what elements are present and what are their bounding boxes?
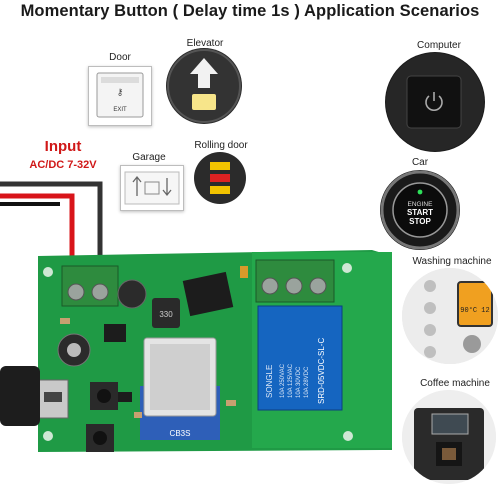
- elevator-label: Elevator: [186, 38, 224, 49]
- door-thumbnail: ⚷ EXIT: [88, 66, 152, 126]
- stop-text: STOP: [409, 217, 431, 226]
- garage-thumbnail: [120, 165, 184, 211]
- rolling-door-thumbnail: [194, 152, 246, 204]
- door-label: Door: [109, 52, 131, 63]
- relay-spec-2: 10A 30VDC: [296, 366, 302, 398]
- washer-display-value: 90°C 12: [460, 306, 489, 315]
- engine-text: ENGINE: [408, 201, 434, 208]
- computer-thumbnail: [385, 52, 485, 152]
- elevator-thumbnail: [166, 48, 242, 124]
- garage-label: Garage: [132, 152, 166, 163]
- relay-brand: SONGLE: [265, 365, 274, 398]
- inductor-text: 330: [159, 310, 173, 319]
- rolling-door-label: Rolling door: [194, 140, 248, 151]
- svg-text:⚷: ⚷: [117, 87, 124, 97]
- coffee-machine-label: Coffee machine: [420, 378, 490, 389]
- input-label-block: Input AC/DC 7-32V: [18, 138, 108, 174]
- arrow-down-small-icon: [162, 178, 172, 197]
- relay-spec-0: 10A 250VAC: [280, 363, 286, 398]
- relay: [257, 305, 343, 411]
- power-icon: [425, 92, 443, 111]
- input-label: Input: [44, 138, 82, 155]
- arrow-up-icon: [190, 58, 218, 88]
- page-title: Momentary Button ( Delay time 1s ) Appli…: [20, 2, 480, 20]
- washing-machine-label: Washing machine: [412, 256, 492, 267]
- washing-machine-thumbnail: 90°C 12: [402, 268, 498, 364]
- car-thumbnail: ENGINE START STOP: [380, 170, 460, 250]
- relay-spec-1: 10A 125VAC: [288, 363, 294, 398]
- relay-model: SRD-05VDC-SL-C: [317, 338, 326, 404]
- coffee-machine-thumbnail: [402, 390, 496, 484]
- cb3s-text: CB3S: [170, 429, 191, 438]
- exit-text: EXIT: [113, 107, 127, 113]
- usb-connector: [37, 379, 69, 419]
- arrow-up-small-icon: [132, 175, 142, 196]
- car-label: Car: [411, 157, 429, 168]
- input-voltage: AC/DC 7-32V: [29, 159, 97, 171]
- start-text: START: [407, 208, 433, 217]
- relay-spec-3: 10A 28VDC: [304, 366, 310, 398]
- computer-label: Computer: [417, 40, 461, 51]
